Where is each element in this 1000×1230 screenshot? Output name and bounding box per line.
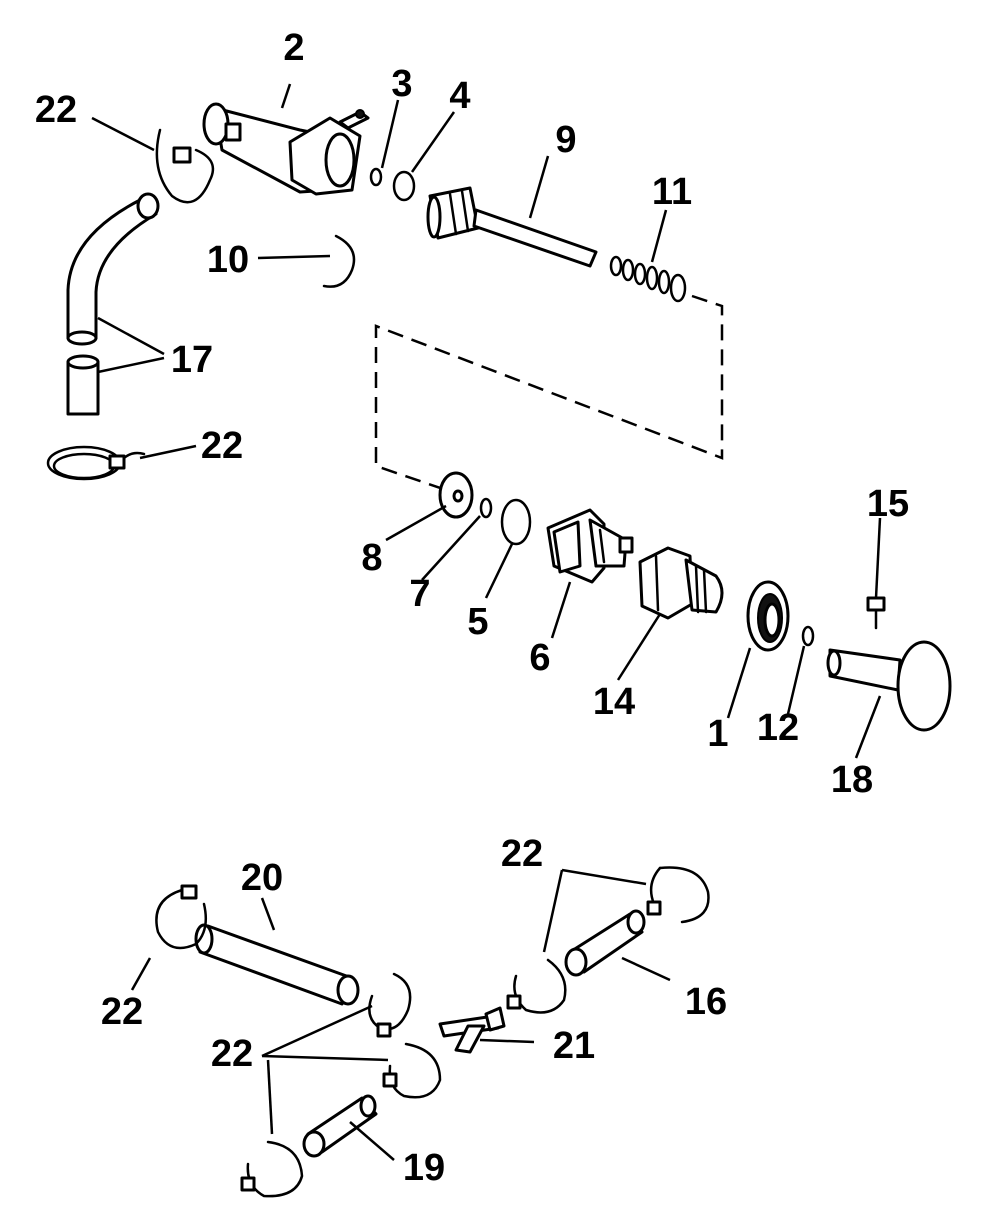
callout-22-right: 22 (501, 833, 543, 875)
callout-18: 18 (831, 759, 873, 801)
callout-19: 19 (403, 1147, 445, 1189)
part-22-clamp-mid-lower (382, 1042, 442, 1099)
callout-7: 7 (409, 573, 430, 615)
part-8-washer (438, 471, 474, 519)
part-19-hose (302, 1094, 378, 1158)
part-22-clamp-bottom (240, 1140, 304, 1198)
callout-15: 15 (867, 483, 909, 525)
part-17-hose (66, 192, 160, 416)
part-1-seal (746, 580, 790, 652)
part-7-o-ring (479, 497, 493, 519)
callout-10: 10 (207, 239, 249, 281)
callout-16: 16 (685, 981, 727, 1023)
callout-12: 12 (757, 707, 799, 749)
callout-22-group: 22 (211, 1033, 253, 1075)
callout-22-hose: 22 (201, 425, 243, 467)
callout-14: 14 (593, 681, 635, 723)
part-16-hose (564, 909, 646, 977)
part-22-clamp-right (646, 866, 710, 924)
part-10-clip (322, 234, 356, 288)
part-22-clamp-mid-upper (368, 972, 412, 1038)
callout-17: 17 (171, 339, 213, 381)
leader-lines (91, 83, 882, 1161)
part-9-plunger (426, 186, 598, 268)
part-5-o-ring (500, 498, 532, 546)
part-22-clamp-left (155, 884, 207, 950)
callout-6: 6 (529, 637, 550, 679)
part-21-tee-fitting (438, 1006, 506, 1054)
part-3-o-ring (369, 167, 383, 187)
assembly-dashed-outline (374, 294, 724, 494)
part-22-clamp-lower (46, 445, 146, 481)
part-4-o-ring (392, 170, 416, 202)
callout-2: 2 (283, 27, 304, 69)
part-12-o-ring (801, 625, 815, 647)
callout-20: 20 (241, 857, 283, 899)
part-11-spring (609, 255, 687, 303)
part-20-hose (194, 923, 360, 1006)
callout-4: 4 (449, 75, 470, 117)
part-6-valve-body (546, 508, 634, 584)
part-14-nut (638, 546, 724, 620)
part-15-screw (866, 596, 886, 630)
part-22-clamp-upper (155, 128, 215, 204)
part-2-housing (202, 102, 370, 196)
callout-9: 9 (555, 119, 576, 161)
callout-11: 11 (652, 171, 692, 213)
callout-21: 21 (553, 1025, 595, 1067)
callout-1: 1 (707, 713, 728, 755)
part-18-knob (826, 640, 952, 732)
callout-8: 8 (361, 537, 382, 579)
callout-22-left: 22 (101, 991, 143, 1033)
callout-5: 5 (467, 601, 488, 643)
callout-22-top-left: 22 (35, 89, 77, 131)
callout-3: 3 (391, 63, 412, 105)
part-22-clamp-center (506, 958, 567, 1014)
